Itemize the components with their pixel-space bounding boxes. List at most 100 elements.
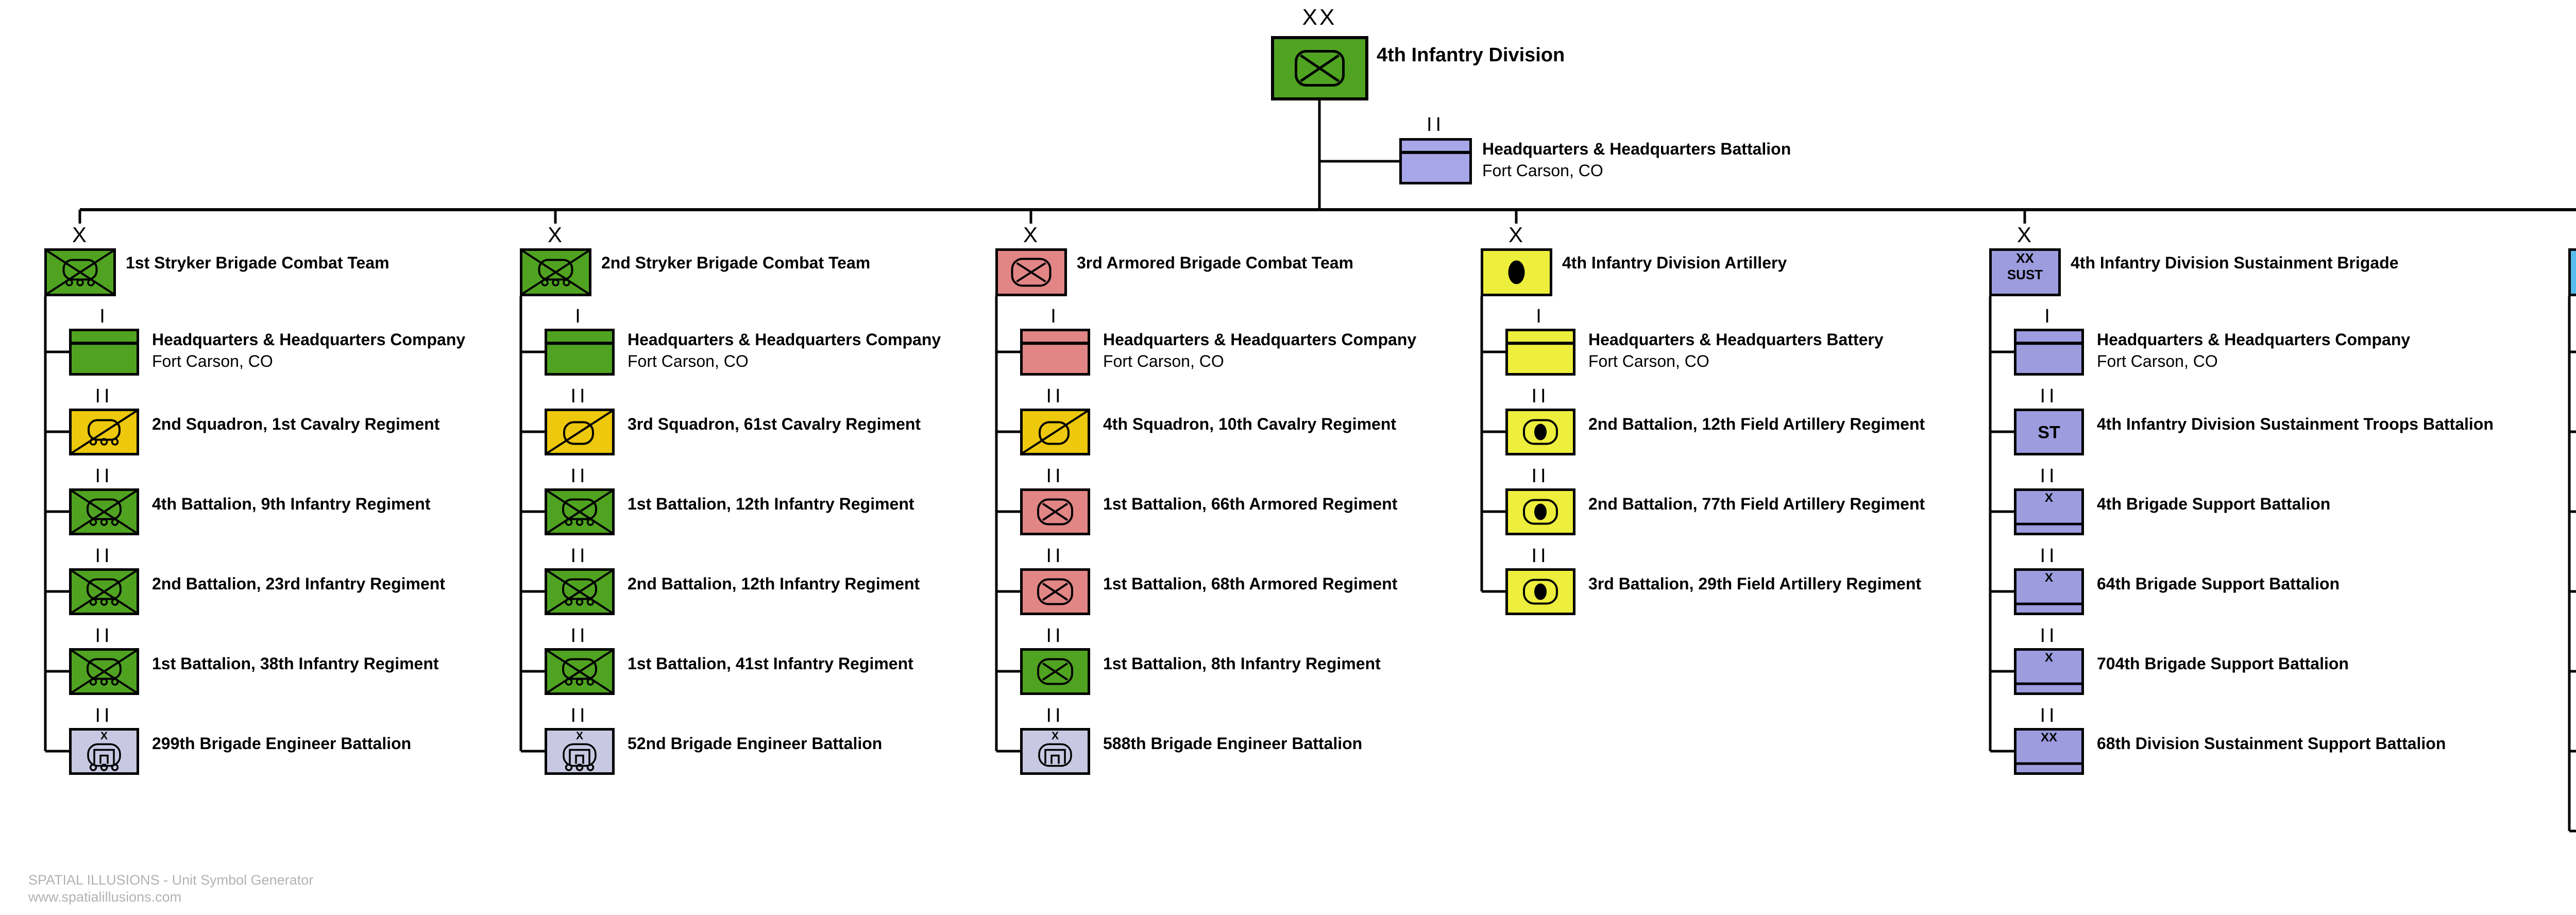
oval-dot-icon [1505,488,1575,535]
oval-x-icon [1020,488,1090,535]
unit-symbol [69,568,139,615]
unit-name: 52nd Brigade Engineer Battalion [628,734,883,753]
echelon-mark: II [2040,465,2058,487]
echelon-mark: II [2040,545,2058,567]
unit-name: 588th Brigade Engineer Battalion [1103,734,1363,753]
unit-name: 1st Battalion, 66th Armored Regiment [1103,494,1398,513]
unit-name: 4th Squadron, 10th Cavalry Regiment [1103,414,1397,433]
unit-name: 2nd Battalion, 23rd Infantry Regiment [152,574,445,593]
unit-name: 1st Battalion, 12th Infantry Regiment [628,494,914,513]
stripe-bottom-icon: XX [2014,727,2084,775]
echelon-mark: II [95,385,113,407]
svg-text:XX: XX [2016,250,2034,266]
unit-name: 68th Division Sustainment Support Battal… [2097,734,2446,753]
text-icon: ST [2014,408,2084,455]
unit-symbol: X [69,727,139,775]
unit-label: 704th Brigade Support Battalion [2097,648,2349,674]
unit-symbol-brigade [1481,248,1552,296]
slash-oval-wheels-icon [69,408,139,455]
unit-symbol: X [2014,648,2084,695]
echelon-mark: II [2040,625,2058,647]
unit-label: 1st Battalion, 66th Armored Regiment [1103,488,1397,515]
unit-name: 4th Battalion, 9th Infantry Regiment [152,494,431,513]
unit-label: 2nd Battalion, 12th Field Artillery Regi… [1588,409,1925,435]
echelon-mark: I [99,306,109,327]
echelon-mark: II [1426,114,1445,135]
hq-bar-icon [1399,138,1472,184]
echelon-mark: X [547,223,564,247]
unit-name: 1st Battalion, 41st Infantry Regiment [628,654,913,673]
engineer-wheels-icon: X [69,727,139,775]
hq-bar-icon [69,328,139,376]
unit-symbol [545,648,615,695]
unit-symbol: X [2014,488,2084,535]
stripe-bottom-icon: X [2014,568,2084,615]
echelon-mark: I [575,306,584,327]
unit-label: 2nd Stryker Brigade Combat Team [601,247,870,274]
unit-name: 299th Brigade Engineer Battalion [152,734,412,753]
unit-symbol-hq-battalion [1399,138,1472,184]
unit-label: 299th Brigade Engineer Battalion [152,728,411,754]
unit-name: Headquarters & Headquarters Company [2097,330,2411,349]
unit-label: 68th Division Sustainment Support Battal… [2097,728,2446,754]
unit-symbol [545,328,615,376]
echelon-mark: X [1508,223,1524,247]
echelon-mark: X [1023,223,1039,247]
unit-label: 3rd Armored Brigade Combat Team [1077,247,1353,274]
unit-label: 4th Brigade Support Battalion [2097,488,2330,515]
stripe-bottom-icon: X [2014,488,2084,535]
echelon-mark: II [570,545,589,567]
echelon-mark: II [570,385,589,407]
unit-symbol-division [1271,36,1368,100]
unit-label: 4th Battalion, 9th Infantry Regiment [152,488,430,515]
echelon-mark: II [2040,705,2058,726]
echelon-mark: II [570,625,589,647]
unit-symbol [1020,488,1090,535]
unit-symbol [1020,328,1090,376]
echelon-mark: II [95,465,113,487]
unit-name: 2nd Battalion, 77th Field Artillery Regi… [1588,494,1925,513]
oval-x-icon [995,248,1067,296]
division-title: 4th Infantry Division [1377,44,1565,66]
svg-text:SUST: SUST [2007,267,2043,282]
unit-label: 2nd Battalion, 77th Field Artillery Regi… [1588,488,1925,515]
unit-name: Headquarters & Headquarters Battery [1588,330,1884,349]
unit-name: 2nd Battalion, 12th Field Artillery Regi… [1588,414,1925,433]
unit-label: 2nd Squadron, 1st Cavalry Regiment [152,409,439,435]
saltire-oval-wheels-icon [69,488,139,535]
echelon-mark: II [95,545,113,567]
svg-text:X: X [576,730,583,742]
unit-symbol [69,408,139,455]
saltire-oval-wheels-icon [69,568,139,615]
footer-url: www.spatialillusions.com [28,889,182,905]
unit-label: 4th Infantry Division Sustainment Brigad… [2071,247,2399,274]
footer-brand: SPATIAL ILLUSIONS - Unit Symbol Generato… [28,872,314,888]
bowtie-icon: CBT [2568,248,2576,296]
unit-name: 64th Brigade Support Battalion [2097,574,2340,593]
hq-bar-icon [2014,328,2084,376]
unit-name: Headquarters & Headquarters Company [152,330,466,349]
footer: SPATIAL ILLUSIONS - Unit Symbol Generato… [28,872,313,906]
unit-name: 3rd Squadron, 61st Cavalry Regiment [628,414,921,433]
unit-symbol [545,408,615,455]
unit-symbol [1020,408,1090,455]
unit-symbol [1505,488,1575,535]
echelon-mark: X [2016,223,2033,247]
unit-label: 3rd Battalion, 29th Field Artillery Regi… [1588,568,1921,595]
oval-dot-icon [1505,568,1575,615]
hq-bar-icon [545,328,615,376]
unit-label: 3rd Squadron, 61st Cavalry Regiment [628,409,921,435]
unit-name: 4th Infantry Division Sustainment Brigad… [2071,253,2399,272]
hq-bar-icon [1020,328,1090,376]
echelon-mark: II [1531,385,1550,407]
oval-x-icon [1271,36,1368,100]
slash-oval-icon [1020,408,1090,455]
unit-label: 52nd Brigade Engineer Battalion [628,728,882,754]
echelon-mark: XX [1302,5,1337,30]
unit-name: 1st Battalion, 68th Armored Regiment [1103,574,1398,593]
saltire-oval-wheels-icon [69,648,139,695]
echelon-mark: II [1046,705,1064,726]
unit-symbol [69,648,139,695]
